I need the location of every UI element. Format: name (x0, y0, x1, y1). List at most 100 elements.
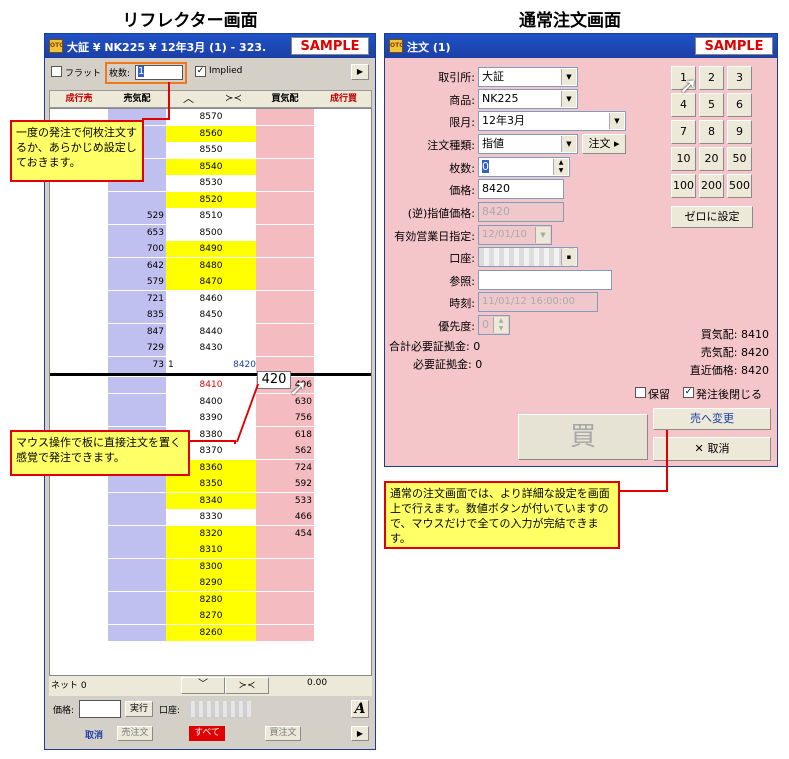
market-sell-cell[interactable] (50, 323, 108, 340)
flat-checkbox[interactable] (51, 66, 62, 77)
market-sell-cell[interactable] (50, 558, 108, 575)
scroll-down-icon[interactable]: ﹀ (181, 677, 225, 694)
buy-order-button[interactable]: 買注文 (265, 726, 301, 741)
market-buy-cell[interactable] (314, 426, 371, 443)
market-buy-cell[interactable] (314, 575, 371, 591)
market-buy-cell[interactable] (314, 591, 371, 608)
numpad-button[interactable]: 4 (671, 93, 696, 117)
bid-cell[interactable] (256, 290, 314, 307)
bid-cell[interactable] (256, 191, 314, 208)
cancel-order-button[interactable]: ✕ 取消 (653, 437, 771, 461)
market-buy-cell[interactable] (314, 290, 371, 307)
market-sell-cell[interactable] (50, 542, 108, 558)
bid-cell[interactable] (256, 624, 314, 641)
market-sell-cell[interactable] (50, 624, 108, 641)
order-titlebar[interactable]: OTC 注文 (1) SAMPLE (385, 34, 777, 58)
bid-cell[interactable] (256, 257, 314, 274)
ask-cell[interactable] (108, 558, 166, 575)
market-sell-cell[interactable] (50, 191, 108, 208)
market-buy-cell[interactable] (314, 624, 371, 641)
switch-sell-button[interactable]: 売へ変更 (653, 408, 771, 430)
bid-cell[interactable]: 592 (256, 476, 314, 492)
market-sell-cell[interactable] (50, 257, 108, 274)
market-buy-cell[interactable] (314, 558, 371, 575)
bid-cell[interactable]: 533 (256, 492, 314, 509)
market-buy-cell[interactable] (314, 142, 371, 158)
bid-cell[interactable] (256, 323, 314, 340)
market-buy-cell[interactable] (314, 608, 371, 624)
ask-cell[interactable] (108, 509, 166, 525)
month-select[interactable]: 12年3月▼ (478, 111, 626, 131)
ask-cell[interactable] (108, 393, 166, 410)
market-sell-cell[interactable] (50, 476, 108, 492)
bid-cell[interactable]: 454 (256, 525, 314, 542)
ladder-row[interactable]: 8300 (50, 558, 371, 575)
more-arrow-icon[interactable]: ▶ (351, 726, 369, 741)
ask-cell[interactable] (108, 476, 166, 492)
numpad-button[interactable]: 7 (671, 120, 696, 144)
market-sell-cell[interactable] (50, 290, 108, 307)
ask-cell[interactable] (108, 525, 166, 542)
ask-cell[interactable] (108, 410, 166, 426)
zero-button[interactable]: ゼロに設定 (671, 206, 753, 228)
market-sell-cell[interactable] (50, 274, 108, 290)
market-sell-cell[interactable] (50, 241, 108, 257)
market-sell-cell[interactable] (50, 608, 108, 624)
ask-cell[interactable]: 700 (108, 241, 166, 257)
buy-button[interactable]: 買 (518, 414, 648, 460)
spinner-icon[interactable]: ▲▼ (493, 317, 508, 333)
bid-cell[interactable] (256, 175, 314, 191)
qty-input[interactable]: 1 (135, 65, 183, 80)
bid-cell[interactable] (256, 158, 314, 175)
market-sell-cell[interactable] (50, 410, 108, 426)
ask-cell[interactable]: 653 (108, 224, 166, 241)
order-menu-button[interactable]: 注文 ▸ (582, 134, 626, 154)
ask-cell[interactable]: 73 (108, 356, 166, 373)
product-select[interactable]: NK225▼ (478, 89, 578, 109)
market-buy-cell[interactable] (314, 509, 371, 525)
ladder-row[interactable]: 8310 (50, 542, 371, 558)
market-buy-cell[interactable] (314, 492, 371, 509)
close-after-checkbox[interactable]: ✓ (683, 387, 694, 398)
ask-cell[interactable]: 579 (108, 274, 166, 290)
bid-cell[interactable] (256, 241, 314, 257)
numpad-button[interactable]: 500 (727, 174, 752, 198)
market-buy-cell[interactable] (314, 356, 371, 373)
bid-cell[interactable] (256, 340, 314, 356)
market-buy-cell[interactable] (314, 443, 371, 459)
numpad-button[interactable]: 20 (699, 147, 724, 171)
bid-cell[interactable] (256, 608, 314, 624)
bid-cell[interactable] (256, 109, 314, 125)
ask-cell[interactable] (108, 575, 166, 591)
ref-field[interactable] (478, 270, 612, 290)
price-input[interactable] (79, 700, 121, 718)
market-sell-header[interactable]: 成行売 (65, 94, 93, 104)
ask-cell[interactable] (108, 191, 166, 208)
market-sell-cell[interactable] (50, 208, 108, 224)
font-button[interactable]: A (351, 700, 369, 718)
market-buy-cell[interactable] (314, 542, 371, 558)
market-buy-cell[interactable] (314, 377, 371, 393)
exchange-select[interactable]: 大証▼ (478, 67, 578, 87)
market-buy-cell[interactable] (314, 257, 371, 274)
bid-cell[interactable] (256, 274, 314, 290)
hold-checkbox[interactable] (635, 387, 646, 398)
qty-field[interactable]: 0▲▼ (478, 157, 570, 177)
market-sell-cell[interactable] (50, 224, 108, 241)
market-buy-cell[interactable] (314, 393, 371, 410)
bid-cell[interactable] (256, 591, 314, 608)
ask-cell[interactable]: 529 (108, 208, 166, 224)
market-buy-cell[interactable] (314, 109, 371, 125)
market-sell-cell[interactable] (50, 393, 108, 410)
ask-cell[interactable] (108, 624, 166, 641)
market-sell-cell[interactable] (50, 591, 108, 608)
price-field[interactable]: 8420 (478, 179, 564, 199)
